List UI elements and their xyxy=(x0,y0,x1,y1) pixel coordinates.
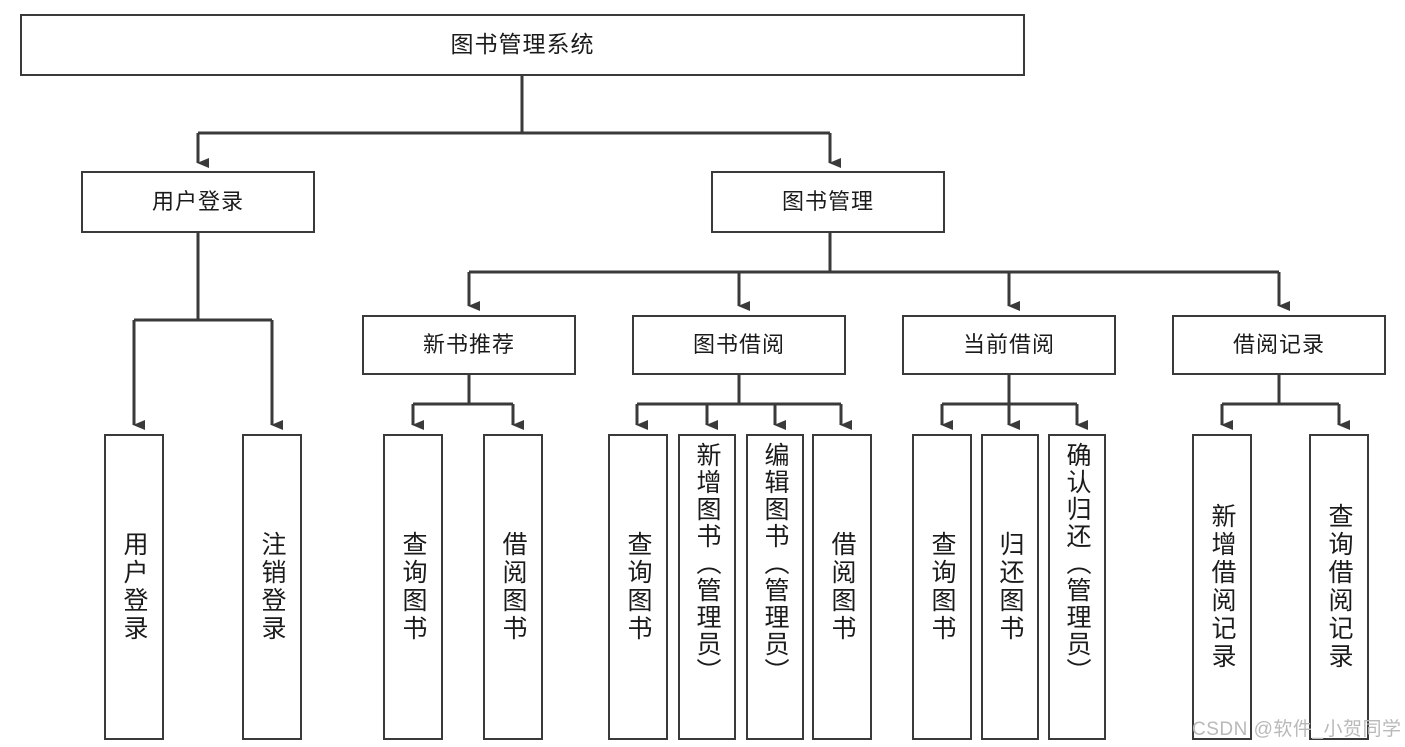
node-book-borrow[interactable]: 图书借阅 xyxy=(632,315,846,375)
node-root[interactable]: 图书管理系统 xyxy=(20,14,1025,76)
leaf-record-add[interactable]: 新增借阅记录 xyxy=(1192,434,1252,740)
leaf-current-query[interactable]: 查询图书 xyxy=(912,434,972,740)
leaf-newbook-borrow[interactable]: 借阅图书 xyxy=(483,434,543,740)
node-book-management[interactable]: 图书管理 xyxy=(711,171,945,233)
node-book-management-label: 图书管理 xyxy=(781,188,874,214)
node-book-borrow-label: 图书借阅 xyxy=(692,331,785,357)
node-user-login[interactable]: 用户登录 xyxy=(81,171,315,233)
leaf-current-confirm-admin-label: 确认归还（管理员） xyxy=(1063,442,1091,685)
leaf-user-login-label: 用户登录 xyxy=(120,531,148,643)
node-current-borrow-label: 当前借阅 xyxy=(962,331,1055,357)
leaf-borrow-borrow-label: 借阅图书 xyxy=(828,531,856,643)
leaf-record-query[interactable]: 查询借阅记录 xyxy=(1309,434,1369,740)
node-borrow-record-label: 借阅记录 xyxy=(1232,331,1325,357)
leaf-borrow-borrow[interactable]: 借阅图书 xyxy=(812,434,872,740)
leaf-record-query-label: 查询借阅记录 xyxy=(1325,503,1353,671)
leaf-borrow-query[interactable]: 查询图书 xyxy=(608,434,668,740)
leaf-current-confirm-admin[interactable]: 确认归还（管理员） xyxy=(1048,434,1106,740)
node-new-book-recommend-label: 新书推荐 xyxy=(422,331,515,357)
leaf-current-return[interactable]: 归还图书 xyxy=(981,434,1039,740)
leaf-user-logout-label: 注销登录 xyxy=(258,531,286,643)
leaf-current-query-label: 查询图书 xyxy=(928,531,956,643)
leaf-borrow-add-admin-label: 新增图书（管理员） xyxy=(693,442,721,685)
node-borrow-record[interactable]: 借阅记录 xyxy=(1172,315,1386,375)
node-new-book-recommend[interactable]: 新书推荐 xyxy=(362,315,576,375)
csdn-watermark: CSDN @软件_小贺同学 xyxy=(1192,719,1402,740)
leaf-borrow-edit-admin[interactable]: 编辑图书（管理员） xyxy=(746,434,804,740)
node-user-login-label: 用户登录 xyxy=(151,188,244,214)
node-root-label: 图书管理系统 xyxy=(450,31,595,58)
leaf-record-add-label: 新增借阅记录 xyxy=(1208,503,1236,671)
leaf-user-login[interactable]: 用户登录 xyxy=(104,434,164,740)
node-current-borrow[interactable]: 当前借阅 xyxy=(902,315,1116,375)
leaf-newbook-borrow-label: 借阅图书 xyxy=(499,531,527,643)
leaf-borrow-query-label: 查询图书 xyxy=(624,531,652,643)
leaf-borrow-add-admin[interactable]: 新增图书（管理员） xyxy=(678,434,736,740)
leaf-borrow-edit-admin-label: 编辑图书（管理员） xyxy=(761,442,789,685)
leaf-newbook-query-label: 查询图书 xyxy=(399,531,427,643)
leaf-newbook-query[interactable]: 查询图书 xyxy=(383,434,443,740)
leaf-user-logout[interactable]: 注销登录 xyxy=(242,434,302,740)
leaf-current-return-label: 归还图书 xyxy=(996,531,1024,643)
